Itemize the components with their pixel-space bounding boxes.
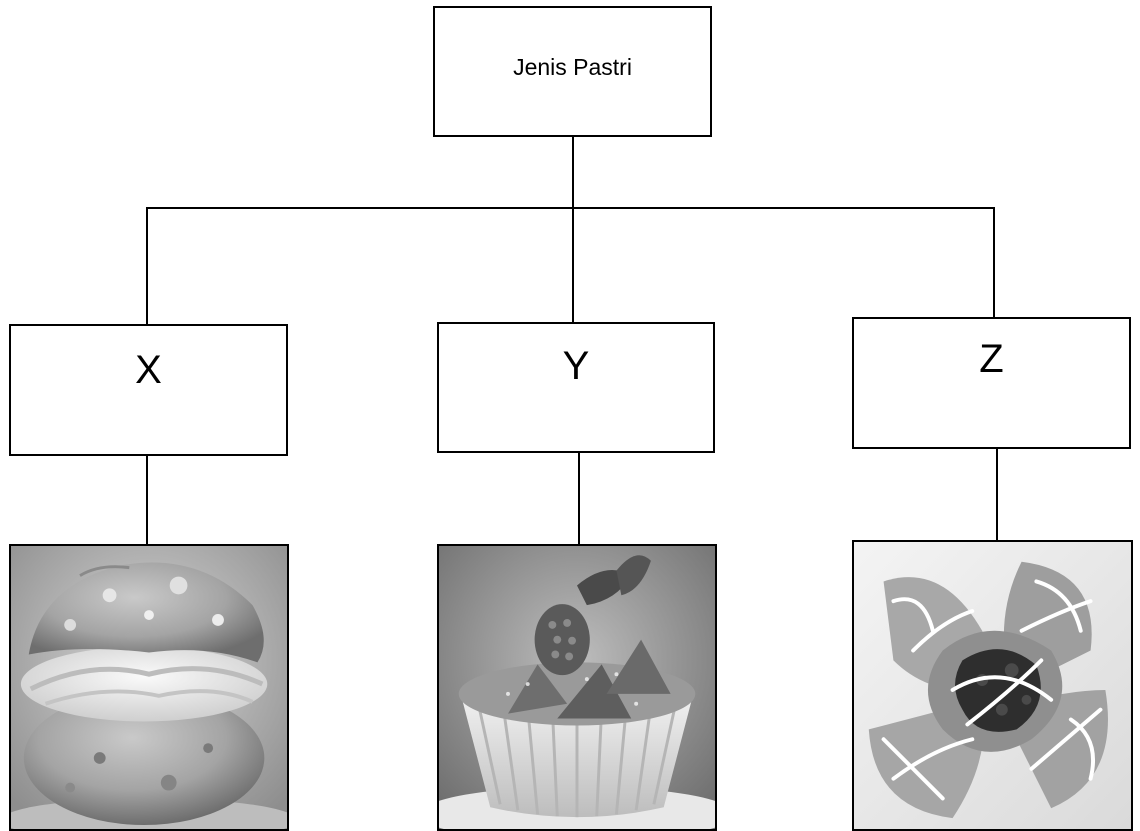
connector-root-down xyxy=(572,137,574,209)
connector-z-to-photo xyxy=(996,449,998,540)
connector-x-to-photo xyxy=(146,454,148,544)
root-node-box: Jenis Pastri xyxy=(433,6,712,137)
node-box-z: Z xyxy=(852,317,1131,449)
connector-to-x xyxy=(146,207,148,324)
node-label-y: Y xyxy=(562,344,590,388)
node-label-z: Z xyxy=(979,337,1004,381)
cream-puff-photo xyxy=(9,544,289,831)
node-label-x: X xyxy=(135,348,162,392)
connector-to-z xyxy=(993,207,995,317)
connector-horizontal-bar xyxy=(146,207,995,209)
fruit-tart-photo xyxy=(437,544,717,831)
danish-pastry-photo xyxy=(852,540,1133,831)
connector-to-y xyxy=(572,207,574,322)
root-node-label: Jenis Pastri xyxy=(513,54,632,80)
connector-y-to-photo xyxy=(578,453,580,544)
node-box-y: Y xyxy=(437,322,715,453)
node-box-x: X xyxy=(9,324,288,456)
